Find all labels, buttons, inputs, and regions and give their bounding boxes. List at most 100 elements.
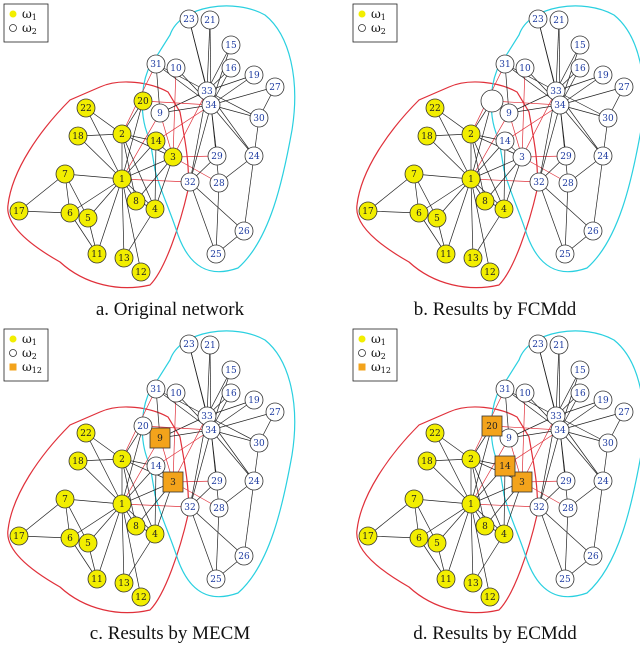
community-1-boundary bbox=[7, 406, 190, 614]
node-8: 8 bbox=[126, 516, 146, 536]
node-label: 27 bbox=[269, 408, 281, 418]
node-label: 25 bbox=[210, 575, 222, 585]
community-1-boundary bbox=[356, 81, 539, 289]
node-9: 9 bbox=[499, 103, 519, 123]
node-26: 26 bbox=[583, 221, 603, 241]
node-14: 14 bbox=[146, 131, 166, 151]
network-edge bbox=[189, 506, 245, 557]
network-edge bbox=[18, 173, 66, 212]
network-edge bbox=[470, 503, 491, 598]
node-18: 18 bbox=[417, 126, 437, 146]
network-edge bbox=[470, 178, 491, 273]
node-8: 8 bbox=[475, 191, 495, 211]
svg-text:ω1: ω1 bbox=[371, 332, 386, 347]
node-31: 31 bbox=[146, 54, 166, 74]
node-label: 23 bbox=[183, 15, 195, 25]
node-24: 24 bbox=[593, 471, 613, 491]
node-label: 6 bbox=[416, 209, 422, 219]
node-label: 4 bbox=[152, 530, 158, 540]
network-edge bbox=[472, 533, 505, 584]
node-20: 20 bbox=[481, 415, 503, 437]
network-edge bbox=[121, 437, 161, 505]
network-edge bbox=[215, 182, 220, 255]
network-edge bbox=[426, 460, 472, 505]
network-edge bbox=[521, 90, 557, 158]
node-30: 30 bbox=[598, 108, 618, 128]
node-1: 1 bbox=[461, 494, 481, 514]
node-14: 14 bbox=[495, 131, 515, 151]
network-edge bbox=[413, 173, 472, 180]
network-edge bbox=[470, 133, 505, 210]
node-3: 3 bbox=[511, 471, 533, 493]
node-15: 15 bbox=[570, 35, 590, 55]
node-11: 11 bbox=[436, 569, 456, 589]
node-29: 29 bbox=[207, 146, 227, 166]
node-27: 27 bbox=[614, 402, 634, 422]
legend-item-omega1: ω1 bbox=[358, 332, 386, 347]
node-label: 31 bbox=[499, 385, 510, 395]
network-edge bbox=[538, 181, 566, 255]
panel-c: 1234567891011121314151617181920212223242… bbox=[3, 328, 296, 614]
node-7: 7 bbox=[55, 489, 75, 509]
network-edge bbox=[445, 178, 472, 255]
node-label: 1 bbox=[468, 500, 474, 510]
node-label: 10 bbox=[170, 64, 182, 74]
node-label: 1 bbox=[119, 500, 125, 510]
network-edge bbox=[206, 19, 211, 92]
node-10: 10 bbox=[515, 58, 535, 78]
node-29: 29 bbox=[207, 471, 227, 491]
node-label: 34 bbox=[554, 426, 566, 436]
node-label: 20 bbox=[486, 422, 498, 432]
node-label: 7 bbox=[62, 495, 68, 505]
node-label: 6 bbox=[67, 209, 73, 219]
network-edge bbox=[18, 498, 66, 537]
node-5: 5 bbox=[78, 208, 98, 228]
network-edge bbox=[538, 506, 566, 580]
node-30: 30 bbox=[249, 108, 269, 128]
node-label: 19 bbox=[248, 71, 260, 81]
network-edge bbox=[559, 411, 625, 431]
network-edge bbox=[121, 100, 144, 180]
panel-a: 1234567891011121314151617181920212223242… bbox=[3, 3, 296, 289]
network-edge bbox=[413, 498, 472, 505]
svg-text:ω2: ω2 bbox=[371, 21, 386, 36]
node-10: 10 bbox=[515, 383, 535, 403]
network-edge bbox=[77, 460, 123, 505]
node-label: 6 bbox=[416, 534, 422, 544]
node-label: 14 bbox=[150, 462, 162, 472]
network-edge bbox=[555, 19, 560, 92]
node-label: 10 bbox=[170, 389, 182, 399]
network-edge bbox=[555, 344, 560, 417]
node-label: 9 bbox=[506, 434, 512, 444]
node-26: 26 bbox=[583, 546, 603, 566]
node-9: 9 bbox=[150, 103, 170, 123]
node-label: 26 bbox=[587, 227, 599, 237]
network-edge bbox=[367, 173, 415, 212]
node-13: 13 bbox=[114, 248, 134, 268]
node-label: 16 bbox=[225, 64, 237, 74]
network-edge bbox=[215, 507, 220, 580]
node-label: 18 bbox=[421, 457, 433, 467]
node-label: 7 bbox=[62, 170, 68, 180]
node-34: 34 bbox=[550, 420, 570, 440]
node-label: 28 bbox=[562, 504, 574, 514]
node-17: 17 bbox=[9, 526, 29, 546]
community-2-boundary bbox=[141, 5, 296, 273]
network-edge bbox=[172, 67, 177, 158]
node-label: 8 bbox=[482, 522, 488, 532]
node-16: 16 bbox=[570, 58, 590, 78]
node-label: 3 bbox=[519, 478, 525, 488]
node-18: 18 bbox=[417, 451, 437, 471]
node-14: 14 bbox=[146, 456, 166, 476]
node-26: 26 bbox=[234, 546, 254, 566]
node-24: 24 bbox=[244, 146, 264, 166]
network-edge bbox=[210, 86, 276, 106]
node-label: 15 bbox=[574, 41, 586, 51]
network-edge bbox=[155, 63, 208, 92]
node-label: 23 bbox=[532, 15, 544, 25]
network-edge bbox=[243, 480, 255, 557]
network-edge bbox=[521, 67, 526, 158]
network-edge bbox=[564, 507, 569, 580]
node-label: 18 bbox=[72, 457, 84, 467]
